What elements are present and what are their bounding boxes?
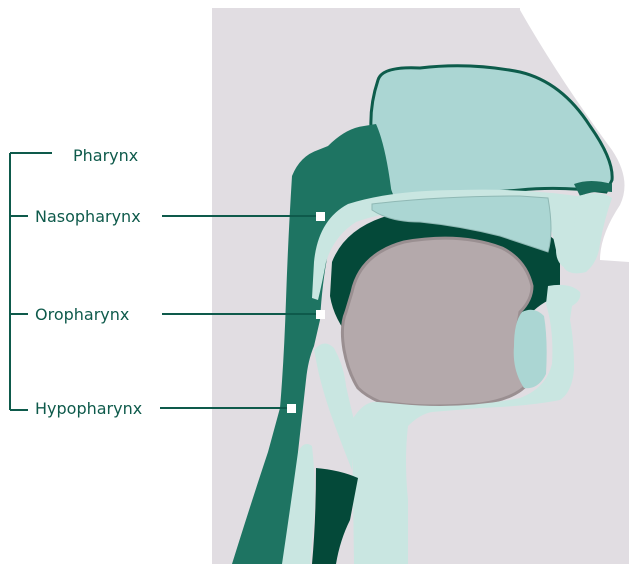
lower-teeth [514, 310, 547, 388]
marker-hypopharynx [287, 404, 296, 413]
nasal-cavity [371, 66, 612, 196]
label-pharynx: Pharynx [73, 147, 138, 165]
tongue [342, 238, 532, 406]
label-hypopharynx: Hypopharynx [35, 400, 142, 418]
label-nasopharynx: Nasopharynx [35, 208, 141, 226]
marker-nasopharynx [316, 212, 325, 221]
marker-oropharynx [316, 310, 325, 319]
label-oropharynx: Oropharynx [35, 306, 129, 324]
